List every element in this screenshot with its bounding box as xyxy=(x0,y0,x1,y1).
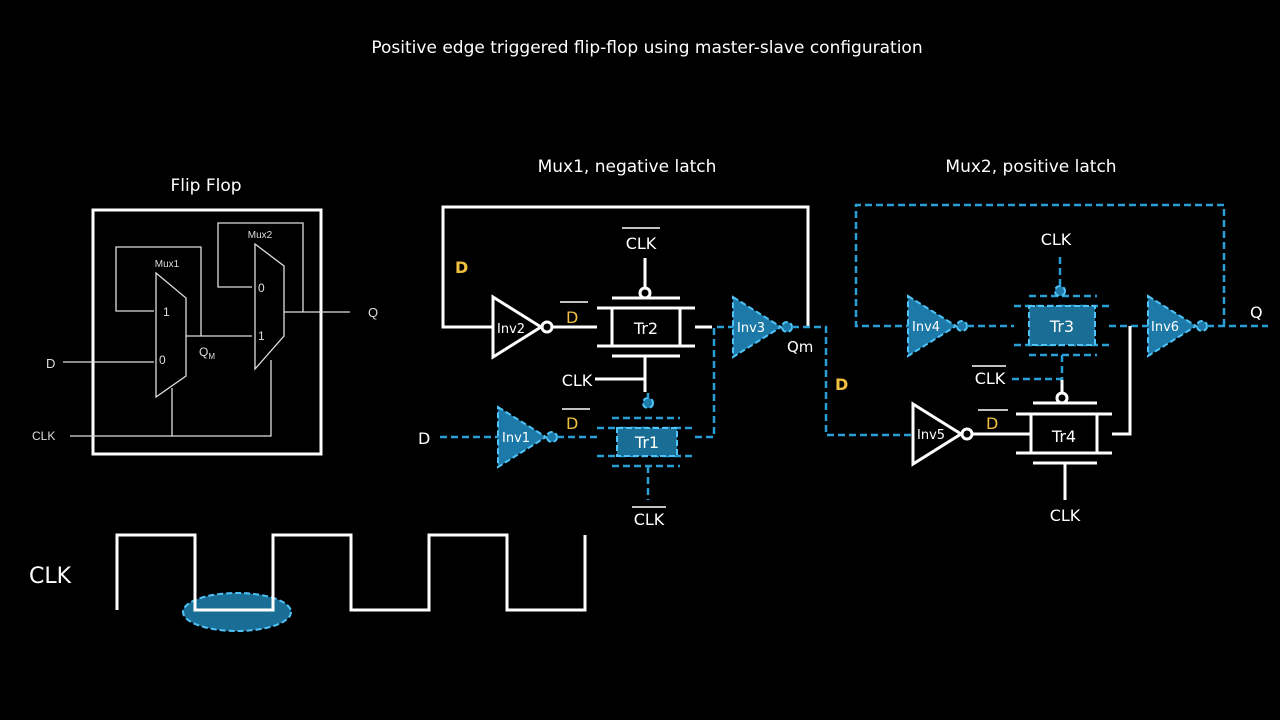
mux1-feedback-loop xyxy=(441,205,810,329)
tr2-transmission-gate: Tr2 xyxy=(597,258,695,392)
mux1-symbol xyxy=(155,271,187,399)
inv3-bubble xyxy=(781,321,793,333)
clk-waveform: CLK xyxy=(29,533,587,632)
mux2-input-0-label: 0 xyxy=(258,281,265,295)
mux2-circuit: Mux2, positive latch Inv4 Tr3 CLK Inv6 Q… xyxy=(854,157,1268,525)
inv6-label: Inv6 xyxy=(1151,320,1179,335)
mux2-label: Mux2 xyxy=(248,230,273,241)
tr1-to-inv3-wire xyxy=(695,325,733,439)
q-output-label: Q xyxy=(1250,303,1263,322)
inv2-bubble xyxy=(540,320,554,334)
inv3-label: Inv3 xyxy=(737,321,765,336)
highlight-low-period xyxy=(182,592,292,632)
tr3-label: Tr3 xyxy=(1049,317,1074,336)
inv1-symbol xyxy=(497,405,548,469)
tr4-label: Tr4 xyxy=(1051,427,1076,446)
inv6-bubble xyxy=(1196,320,1208,332)
qm-to-mux2-wire xyxy=(792,325,912,437)
mux1-feedback-label: D xyxy=(455,258,468,277)
inv4-symbol xyxy=(907,294,958,358)
inv3-symbol xyxy=(732,295,783,359)
clk-wave xyxy=(115,533,587,612)
tr1-clkbar-label: CLK xyxy=(634,510,665,529)
inv6-symbol xyxy=(1147,294,1198,358)
clk-wire xyxy=(70,360,272,437)
tr4-to-inv6-wire xyxy=(1112,326,1132,436)
tr4-dbar-label: D xyxy=(986,414,998,433)
tr2-label: Tr2 xyxy=(633,319,658,338)
inv2-label: Inv2 xyxy=(497,322,525,337)
mux1-input-d: D xyxy=(418,429,430,448)
mux1-circuit: Mux1, negative latch D Inv2 D Tr2 CLK CL… xyxy=(418,157,912,529)
block-input-d: D xyxy=(46,356,55,371)
inv4-bubble xyxy=(956,320,968,332)
mux2-feedback-loop xyxy=(854,203,1226,328)
qm-label: QM xyxy=(199,345,215,361)
mux2-link-label: D xyxy=(835,375,848,394)
mux1-input-0-label: 0 xyxy=(159,353,166,367)
tr2-clkbar-label: CLK xyxy=(626,234,657,253)
tr1-transmission-gate: Tr1 xyxy=(597,393,695,500)
flip-flop-heading: Flip Flop xyxy=(170,176,241,196)
tr1-dbar-label: D xyxy=(566,414,578,433)
inv1-label: Inv1 xyxy=(502,431,530,446)
tr4-clk-label: CLK xyxy=(1050,506,1081,525)
block-output-q: Q xyxy=(368,305,378,320)
tr2-dbar-label: D xyxy=(566,308,578,327)
tr3-transmission-gate: Tr3 xyxy=(1014,256,1109,380)
inv1-bubble xyxy=(546,431,558,443)
qm-output-label: Qm xyxy=(787,338,813,356)
mux2-heading: Mux2, positive latch xyxy=(945,157,1116,177)
tr2-clk-label: CLK xyxy=(562,371,593,390)
mux1-feedback-wire xyxy=(115,246,202,337)
inv5-bubble xyxy=(960,427,974,441)
diagram-title: Positive edge triggered flip-flop using … xyxy=(371,38,922,58)
flip-flop-block: Flip Flop Mux1 1 0 Mux2 0 1 QM D CLK Q xyxy=(32,176,378,456)
inv4-label: Inv4 xyxy=(912,320,940,335)
block-input-clk: CLK xyxy=(32,429,55,443)
mux1-label: Mux1 xyxy=(155,259,180,270)
waveform-label: CLK xyxy=(29,564,72,589)
mux2-input-1-label: 1 xyxy=(258,329,265,343)
flip-flop-box xyxy=(91,208,323,456)
tr4-transmission-gate: Tr4 xyxy=(1016,380,1112,500)
mux2-feedback-wire xyxy=(217,222,304,313)
tr1-label: Tr1 xyxy=(634,433,659,452)
inv5-symbol xyxy=(911,401,964,467)
inv5-label: Inv5 xyxy=(917,428,945,443)
tr4-clkbar-label: CLK xyxy=(975,369,1006,388)
mux2-symbol xyxy=(254,242,285,371)
mux1-heading: Mux1, negative latch xyxy=(538,157,717,177)
inv2-symbol xyxy=(491,294,544,360)
mux1-input-1-label: 1 xyxy=(163,305,170,319)
tr3-clk-label: CLK xyxy=(1041,230,1072,249)
